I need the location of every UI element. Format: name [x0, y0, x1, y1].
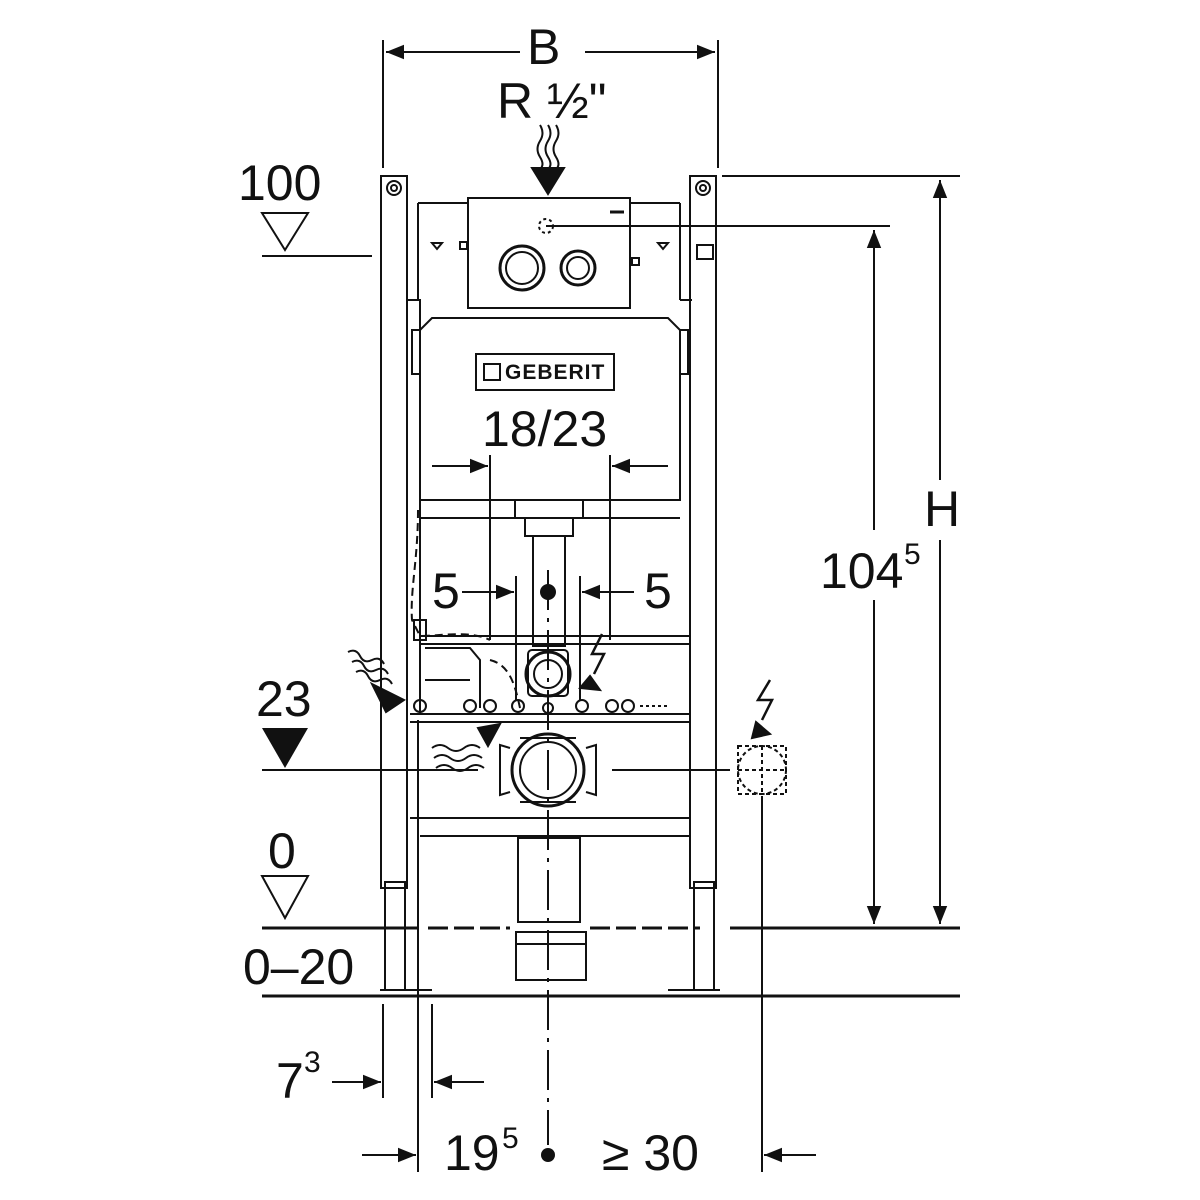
flush-height-label: 18/23 [482, 401, 608, 457]
pipe-thread-label: R ½" [497, 73, 607, 129]
width-label: B [527, 19, 561, 75]
drain-cap [515, 931, 587, 981]
level-100-triangle [260, 212, 310, 252]
left-supply-arrow [369, 681, 406, 714]
flush-pipe-head [514, 499, 584, 519]
water-wave-1 [536, 124, 544, 170]
electric-symbol-upper [589, 633, 607, 675]
main-outlet [510, 732, 586, 808]
left-offset-label: 5 [432, 563, 460, 619]
drain-pipe [517, 837, 581, 923]
right-upright [689, 175, 717, 889]
min-side-label: ≥ 30 [602, 1125, 699, 1181]
floor-adjust-label: 0–20 [243, 939, 355, 995]
foot-width-sup: 3 [304, 1046, 321, 1079]
left-foot [384, 881, 406, 991]
water-wave-3 [552, 124, 560, 170]
geberit-logo: GEBERIT [475, 353, 615, 391]
logo-text: GEBERIT [505, 361, 606, 384]
water-wave-2 [544, 124, 552, 170]
level-0-label: 0 [268, 823, 296, 879]
level-23-triangle [262, 728, 308, 768]
right-offset-label: 5 [644, 563, 672, 619]
left-upright [380, 175, 408, 889]
right-foot [693, 881, 715, 991]
electric-symbol-lower [755, 679, 775, 721]
flush-button-large [498, 244, 546, 292]
total-height-label: 104 [820, 543, 904, 599]
level-100-label: 100 [238, 155, 322, 211]
height-label: H [924, 481, 961, 537]
water-inlet-arrow [530, 167, 566, 196]
flush-button-small [559, 249, 597, 287]
center-distance-sup: 5 [502, 1122, 519, 1155]
level-23-label: 23 [256, 671, 312, 727]
center-distance-label: 19 [444, 1125, 500, 1181]
level-0-triangle [260, 875, 310, 921]
foot-width-label: 7 [276, 1053, 304, 1109]
total-height-sup: 5 [904, 538, 921, 571]
logo-square [483, 363, 501, 381]
flush-plate [467, 197, 631, 309]
